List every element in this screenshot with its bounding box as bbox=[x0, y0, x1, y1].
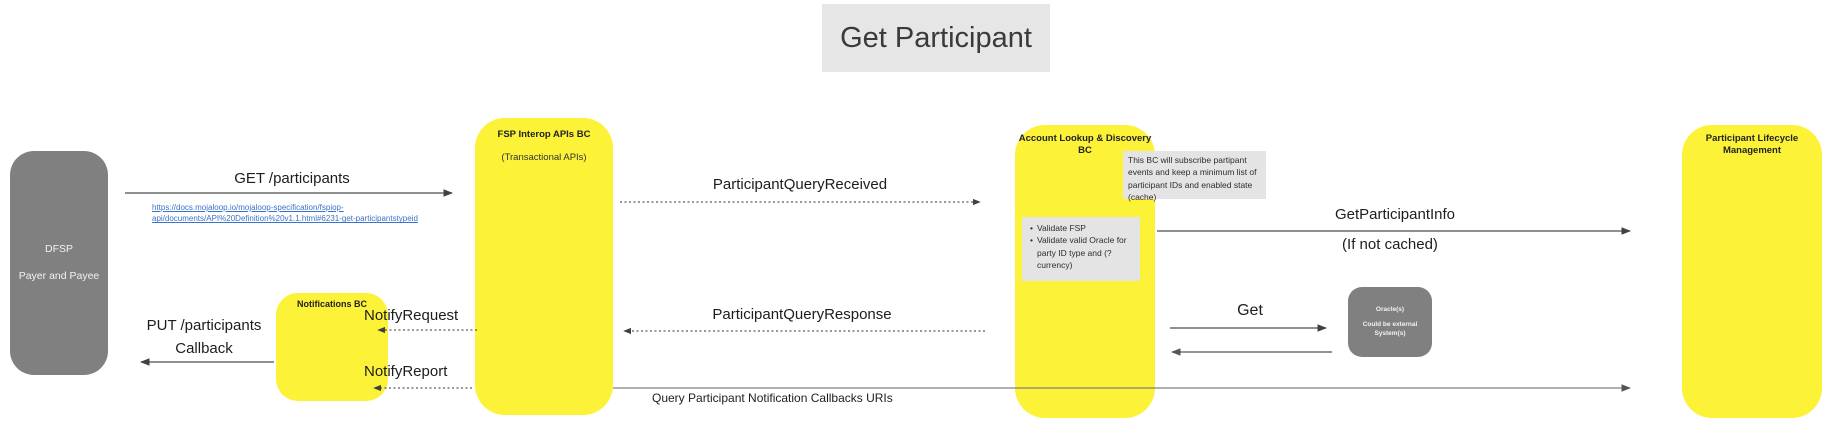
note-subscribe-text: This BC will subscribe partipant events … bbox=[1128, 155, 1257, 202]
spec-link-line1[interactable]: https://docs.mojaloop.io/mojaloop-specif… bbox=[152, 203, 344, 212]
note-subscribe-cache: This BC will subscribe partipant events … bbox=[1123, 151, 1266, 202]
message-participant-query-received: ParticipantQueryReceived bbox=[712, 176, 888, 193]
message-query-notification-callbacks: Query Participant Notification Callbacks… bbox=[652, 391, 893, 405]
note-validate-item-1-text: Validate FSP bbox=[1037, 223, 1086, 233]
dfsp-name: DFSP bbox=[44, 243, 73, 256]
bullet-icon: • bbox=[1030, 235, 1033, 246]
spec-link-line2[interactable]: api/documents/API%20Definition%20v1.1.ht… bbox=[152, 214, 418, 224]
oracle-description: Could be external System(s) bbox=[1362, 321, 1418, 337]
diagram-title: Get Participant bbox=[840, 21, 1032, 54]
actor-notifications-bc: Notifications BC bbox=[276, 293, 388, 401]
oracle-name: Oracle(s) bbox=[1375, 305, 1405, 313]
message-notify-request: NotifyRequest bbox=[364, 307, 459, 324]
message-put-participants: PUT /participants bbox=[146, 317, 262, 334]
message-participant-query-response: ParticipantQueryResponse bbox=[712, 306, 892, 323]
message-get-participant-info: GetParticipantInfo bbox=[1334, 206, 1456, 223]
message-put-callback: Callback bbox=[175, 340, 233, 357]
message-if-not-cached: (If not cached) bbox=[1342, 236, 1438, 253]
message-get: Get bbox=[1237, 302, 1263, 319]
note-validate-item: • Validate valid Oracle for party ID typ… bbox=[1026, 234, 1136, 271]
bullet-icon: • bbox=[1030, 223, 1033, 233]
note-validate: • Validate FSP • Validate valid Oracle f… bbox=[1022, 217, 1140, 281]
fsp-interop-subtitle: (Transactional APIs) bbox=[501, 152, 587, 164]
plm-title-line2: Management bbox=[1722, 145, 1782, 157]
actor-oracle: Oracle(s) Could be external System(s) bbox=[1348, 287, 1432, 357]
diagram-title-box: Get Participant bbox=[822, 4, 1050, 72]
fsp-interop-title: FSP Interop APIs BC bbox=[497, 129, 591, 140]
message-get-participants: GET /participants bbox=[234, 170, 350, 187]
spec-link[interactable]: https://docs.mojaloop.io/mojaloop-specif… bbox=[152, 202, 452, 224]
note-validate-item-2-text: Validate valid Oracle for party ID type … bbox=[1037, 235, 1127, 270]
notifications-bc-title: Notifications BC bbox=[296, 299, 367, 309]
account-lookup-title-line1: Account Lookup & Discovery bbox=[1018, 133, 1152, 144]
actor-fsp-interop-apis-bc: FSP Interop APIs BC (Transactional APIs) bbox=[475, 118, 613, 415]
actor-participant-lifecycle-management: Participant Lifecycle Management bbox=[1682, 125, 1822, 418]
plm-title-line1: Participant Lifecycle bbox=[1705, 133, 1799, 144]
account-lookup-title-line2: BC bbox=[1078, 145, 1092, 157]
actor-dfsp: DFSP Payer and Payee bbox=[10, 151, 108, 375]
note-validate-item: • Validate FSP bbox=[1026, 222, 1136, 234]
message-notify-report: NotifyReport bbox=[364, 363, 448, 380]
dfsp-subtitle: Payer and Payee bbox=[18, 270, 100, 282]
